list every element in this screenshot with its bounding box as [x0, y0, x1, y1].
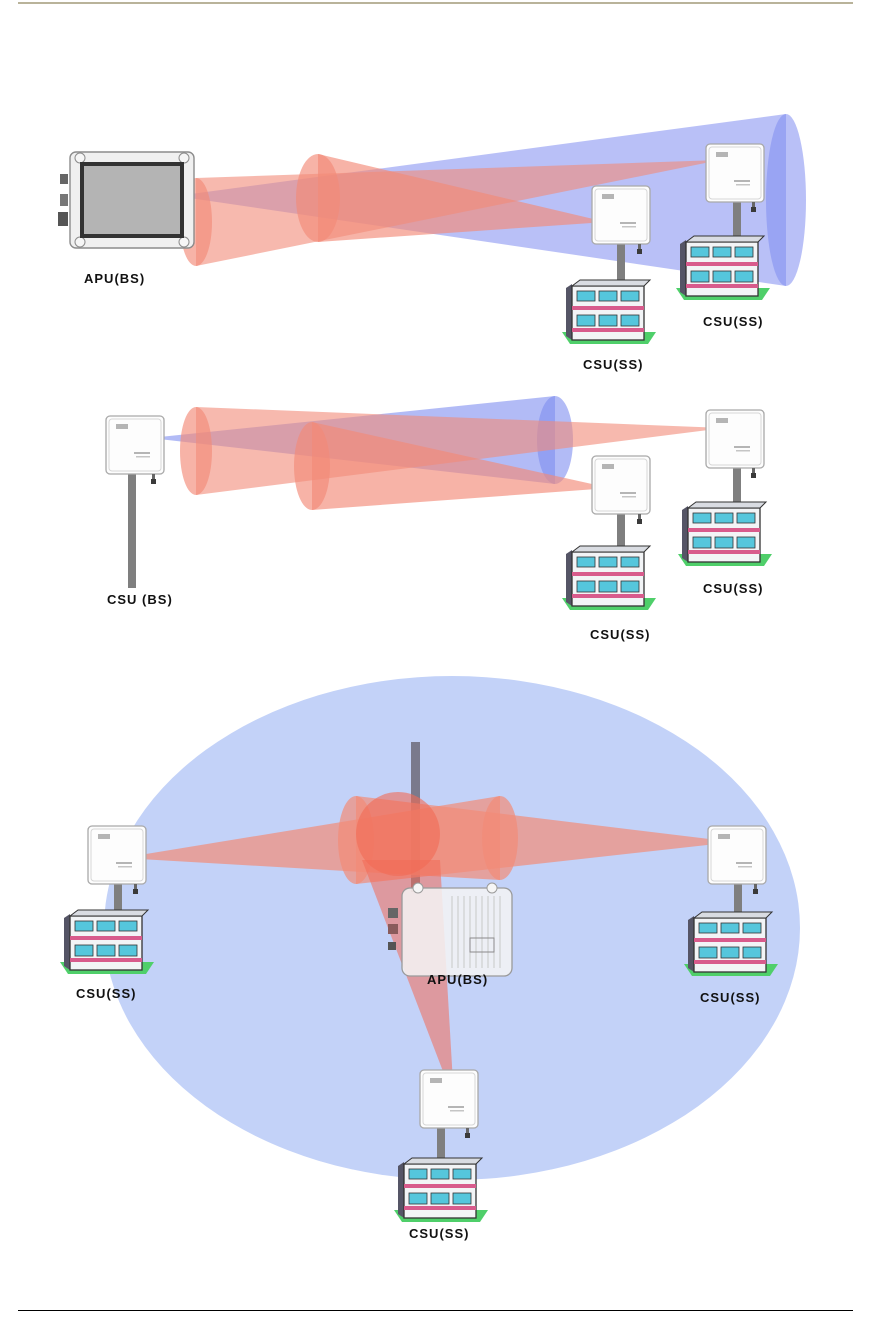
csu-subscriber-device [708, 826, 766, 894]
apu-base-station-device [58, 152, 194, 248]
scenario3-ss-bottom-label: CSU(SS) [409, 1226, 469, 1241]
csu-subscriber-device [592, 456, 650, 524]
scenario2-ss-near-label: CSU(SS) [590, 627, 650, 642]
scenario1-base-label: APU(BS) [84, 271, 145, 286]
building-icon [562, 546, 656, 610]
footer-rule [18, 1310, 853, 1311]
scenario2-point-to-multipoint-csu: CSU (BS) CSU(SS) CSU(SS) [106, 396, 772, 642]
scenario3-ss-right-label: CSU(SS) [700, 990, 760, 1005]
building-icon [676, 236, 770, 300]
building-icon [678, 502, 772, 566]
csu-subscriber-device [706, 144, 764, 212]
apu-base-station-device [388, 883, 512, 976]
mast [733, 200, 741, 238]
mast [617, 512, 625, 548]
scenario1-point-to-multipoint-apu: APU(BS) CSU(SS) CSU(SS) [58, 114, 806, 372]
building-icon [684, 912, 778, 976]
mast [733, 466, 741, 506]
mast [617, 242, 625, 282]
building-icon [394, 1158, 488, 1222]
scenario3-ss-left-label: CSU(SS) [76, 986, 136, 1001]
csu-subscriber-device [706, 410, 764, 478]
csu-subscriber-device [592, 186, 650, 254]
scenario1-ss-far-label: CSU(SS) [703, 314, 763, 329]
scenario1-ss-near-label: CSU(SS) [583, 357, 643, 372]
scenario3-omni-coverage: APU(BS) CSU(SS) CSU(SS) CSU(SS) [60, 676, 800, 1241]
scenario2-ss-far-label: CSU(SS) [703, 581, 763, 596]
building-icon [60, 910, 154, 974]
csu-subscriber-device [420, 1070, 478, 1138]
csu-subscriber-device [88, 826, 146, 894]
building-icon [562, 280, 656, 344]
scenario2-base-label: CSU (BS) [107, 592, 173, 607]
csu-base-station-device [106, 416, 164, 484]
mast [128, 472, 136, 588]
scenario3-base-label: APU(BS) [427, 972, 488, 987]
